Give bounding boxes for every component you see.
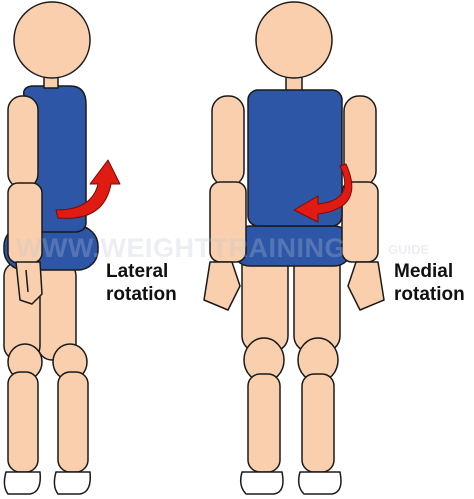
svg-text:GUIDE: GUIDE (388, 242, 430, 257)
lateral-rotation-label: Lateral rotation (106, 260, 177, 306)
left-figure-hand (15, 261, 43, 305)
medial-rotation-arrow (293, 163, 353, 223)
left-figure-rear-shin (57, 371, 89, 473)
left-figure-head (13, 1, 91, 79)
medial-label-line-2: rotation (394, 284, 465, 305)
lateral-rotation-arrow (55, 159, 121, 219)
right-figure-head (255, 1, 333, 79)
right-figure-right-shoe (297, 471, 342, 495)
right-figure-left-hand (203, 261, 241, 311)
right-figure-left-upper-arm (211, 95, 245, 187)
right-figure-right-hand (347, 261, 385, 311)
left-figure (3, 1, 121, 495)
svg-text:WWW.WEIGHTTRAINING: WWW.WEIGHTTRAINING (16, 233, 346, 263)
right-figure (203, 1, 385, 495)
watermark: WWW.WEIGHTTRAINING GUIDE (16, 233, 430, 263)
left-figure-upper-arm (7, 95, 39, 189)
left-figure-front-shin (7, 371, 39, 473)
right-figure-left-shin (247, 373, 281, 473)
left-figure-front-shoe (3, 471, 42, 495)
lateral-label-line-1: Lateral (106, 261, 169, 282)
lateral-label-line-2: rotation (106, 284, 177, 305)
medial-rotation-label: Medial rotation (394, 260, 465, 306)
right-figure-left-shoe (239, 471, 284, 495)
medial-label-line-1: Medial (394, 261, 454, 282)
right-figure-right-shin (301, 373, 335, 473)
right-figure-torso (247, 89, 343, 227)
left-figure-rear-shoe (53, 471, 92, 495)
